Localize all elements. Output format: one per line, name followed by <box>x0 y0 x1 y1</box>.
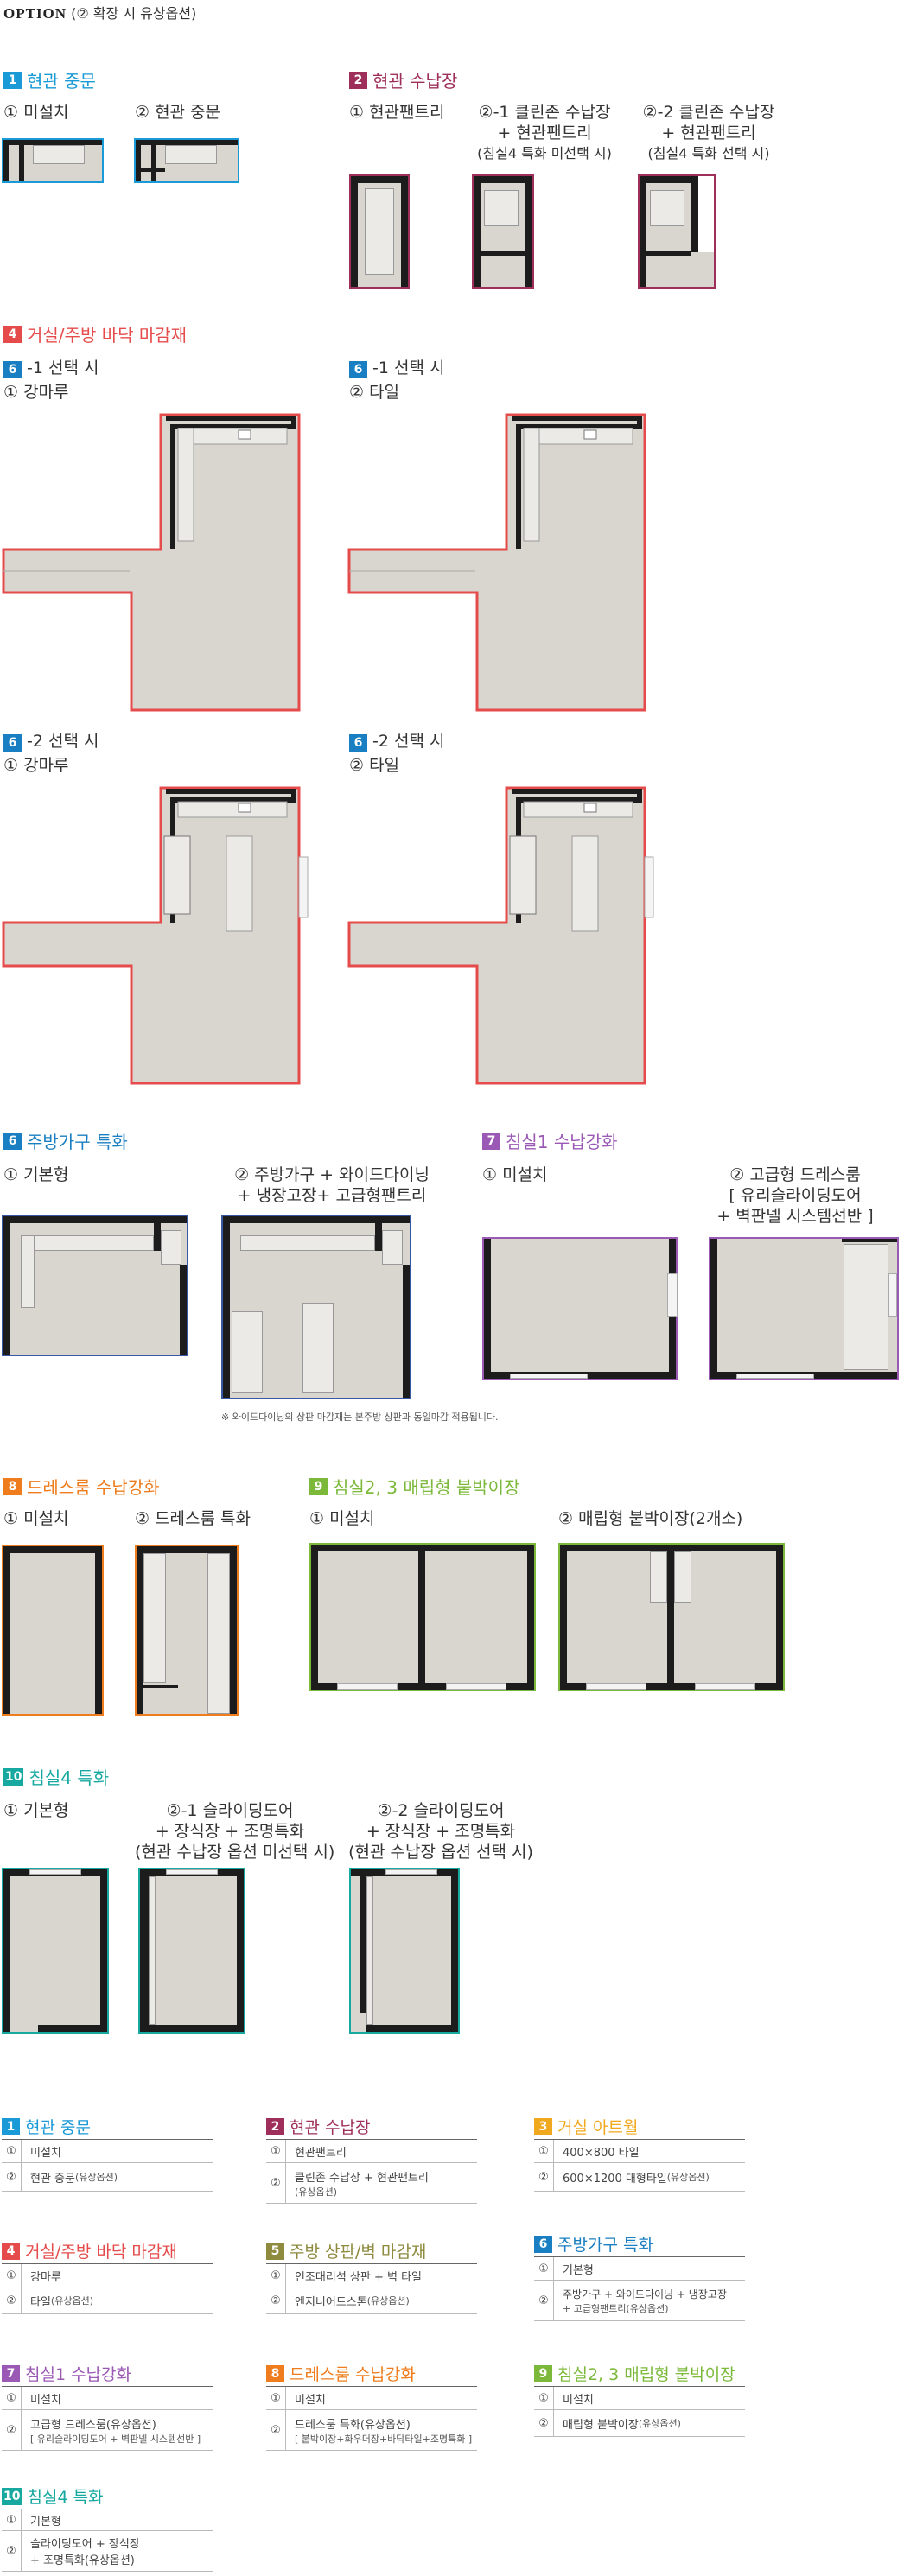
section-9-header: 9 침실2, 3 매립형 붙박이장 <box>309 1474 519 1499</box>
section-7-header: 7 침실1 수납강화 <box>482 1128 617 1153</box>
s4-b-label: 6-1 선택 시 <box>349 358 444 378</box>
section-4-header: 4 거실/주방 바닥 마감재 <box>3 321 187 346</box>
s8-plan-2 <box>135 1545 239 1716</box>
s4-plan-a <box>2 413 301 712</box>
s4-d-option: ② 타일 <box>349 756 400 775</box>
s8-option-1: ① 미설치 <box>3 1509 69 1528</box>
s2-option-3: ②-2 클린존 수납장+ 현관팬트리 (침실4 특화 선택 시) <box>642 103 775 162</box>
s4-b-option: ② 타일 <box>349 383 400 402</box>
s10-plan-3 <box>349 1868 460 2034</box>
s2-plan-3 <box>638 174 716 289</box>
s6-plan-2 <box>221 1215 411 1399</box>
s4-plan-b <box>347 413 646 712</box>
s6-option-1: ① 기본형 <box>3 1165 69 1184</box>
s10-option-2: ②-1 슬라이딩도어+ 장식장 + 조명특화(현관 수납장 옵션 미선택 시) <box>135 1801 335 1862</box>
s4-a-label: 6-1 선택 시 <box>3 358 99 378</box>
page-title: OPTION (② 확장 시 유상옵션) <box>3 5 197 22</box>
section-2-header: 2 현관 수납장 <box>349 67 457 92</box>
s9-plan-1 <box>309 1543 536 1691</box>
s4-a-option: ① 강마루 <box>3 383 69 402</box>
s7-option-1: ① 미설치 <box>482 1165 548 1184</box>
s6-note: ※ 와이드다이닝의 상판 마감재는 본주방 상판과 동일마감 적용됩니다. <box>221 1412 499 1423</box>
section-6-header: 6 주방가구 특화 <box>3 1128 128 1153</box>
s7-plan-2 <box>709 1237 899 1380</box>
s6-option-2: ② 주방가구 + 와이드다이닝+ 냉장고장+ 고급형팬트리 <box>234 1165 430 1205</box>
section-8-header: 8 드레스룸 수납강화 <box>3 1474 160 1499</box>
s8-plan-1 <box>2 1545 104 1716</box>
s10-option-1: ① 기본형 <box>3 1801 69 1820</box>
s9-plan-2 <box>558 1543 785 1691</box>
s1-option-1: ① 미설치 <box>3 103 69 122</box>
s10-plan-1 <box>2 1868 109 2034</box>
s4-c-option: ① 강마루 <box>3 756 69 775</box>
section-10-header: 10 침실4 특화 <box>3 1767 110 1788</box>
s6-plan-1 <box>2 1215 188 1356</box>
s9-option-2: ② 매립형 붙박이장(2개소) <box>558 1509 743 1528</box>
s4-d-label: 6-2 선택 시 <box>349 731 444 752</box>
s8-option-2: ② 드레스룸 특화 <box>135 1509 251 1528</box>
s4-c-label: 6-2 선택 시 <box>3 731 99 752</box>
s10-option-3: ②-2 슬라이딩도어+ 장식장 + 조명특화(현관 수납장 옵션 선택 시) <box>348 1801 533 1862</box>
section-1-header: 1 현관 중문 <box>3 67 96 92</box>
s4-plan-c <box>2 786 309 1085</box>
s4-plan-d <box>347 786 654 1085</box>
s2-plan-1 <box>349 174 410 289</box>
s2-option-1: ① 현관팬트리 <box>349 103 445 122</box>
s1-plan-1 <box>2 138 104 183</box>
s2-option-2: ②-1 클린존 수납장+ 현관팬트리 (침실4 특화 미선택 시) <box>477 103 612 162</box>
s10-plan-2 <box>138 1868 245 2034</box>
s2-plan-2 <box>472 174 534 289</box>
s1-plan-2 <box>134 138 239 183</box>
s7-option-2: ② 고급형 드레스룸[ 유리슬라이딩도어+ 벽판넬 시스템선반 ] <box>716 1165 874 1226</box>
s1-option-2: ② 현관 중문 <box>135 103 221 122</box>
s7-plan-1 <box>482 1237 678 1380</box>
s9-option-1: ① 미설치 <box>309 1509 375 1528</box>
